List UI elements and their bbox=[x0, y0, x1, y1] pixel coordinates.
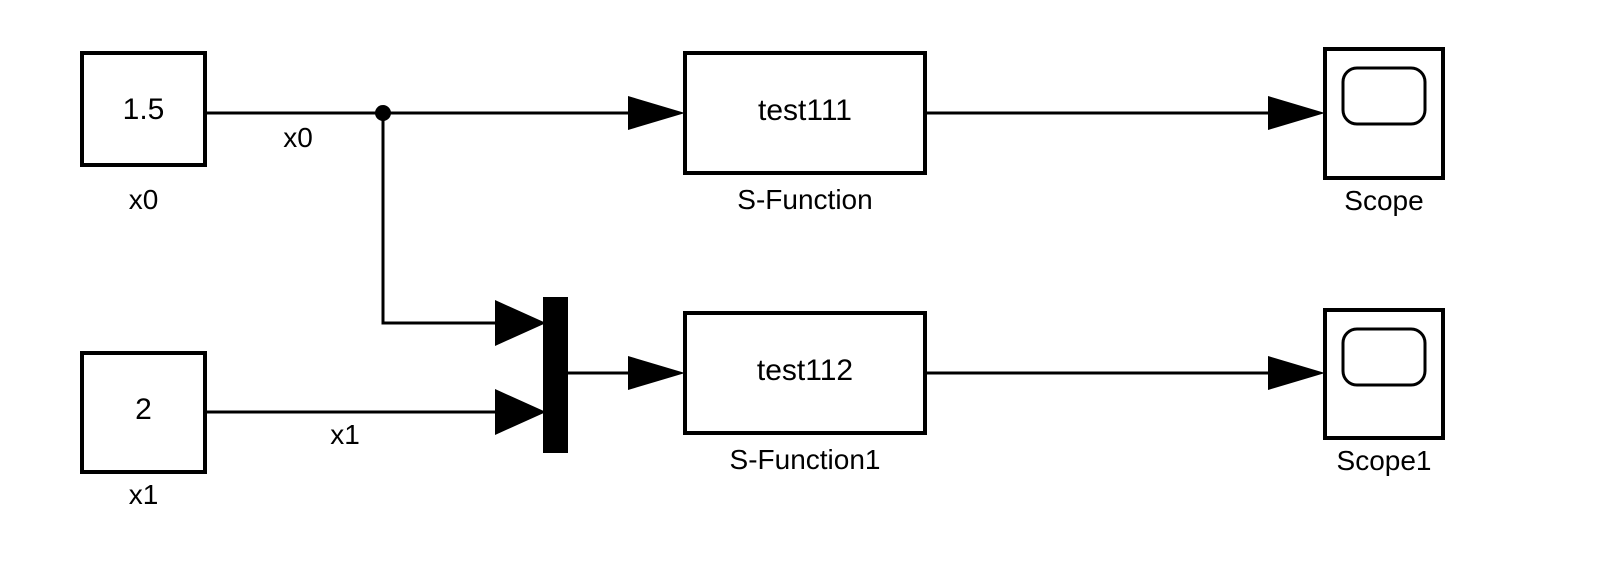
block-sfunction-bottom-body[interactable] bbox=[683, 311, 927, 435]
wire-x0-branch-to-mux[interactable] bbox=[381, 113, 500, 325]
arrowhead-sfunction-bottom-input bbox=[628, 356, 685, 390]
block-constant-x1-body[interactable] bbox=[80, 351, 207, 474]
block-constant-x1[interactable]: 2 x1 bbox=[80, 351, 207, 510]
block-mux-body[interactable] bbox=[543, 297, 568, 453]
arrowhead-sfunction-top-input bbox=[628, 96, 685, 130]
block-mux[interactable] bbox=[543, 297, 568, 453]
block-sfunction-bottom-name: S-Function1 bbox=[730, 444, 881, 475]
arrowhead-mux-input-2 bbox=[495, 389, 546, 435]
block-sfunction-top-name: S-Function bbox=[737, 184, 872, 215]
block-scope1[interactable]: Scope1 bbox=[1323, 308, 1445, 476]
arrowhead-scope1-input bbox=[1268, 356, 1325, 390]
scope-screen-icon bbox=[1341, 66, 1427, 126]
block-constant-x0-value: 1.5 bbox=[123, 93, 165, 126]
signal-label-x1[interactable]: x1 bbox=[330, 419, 360, 450]
block-sfunction-top[interactable]: test111 S-Function bbox=[683, 51, 927, 215]
block-constant-x0-name: x0 bbox=[129, 184, 159, 215]
arrowhead-mux-input-1 bbox=[495, 300, 546, 346]
signal-label-x0[interactable]: x0 bbox=[283, 122, 313, 153]
block-constant-x1-value: 2 bbox=[135, 393, 152, 426]
block-sfunction-bottom-value: test112 bbox=[757, 354, 853, 387]
block-sfunction-top-value: test111 bbox=[758, 94, 852, 127]
block-scope[interactable]: Scope bbox=[1323, 47, 1445, 216]
block-sfunction-top-body[interactable] bbox=[683, 51, 927, 175]
block-scope-name: Scope bbox=[1344, 185, 1423, 216]
signal-branch-point bbox=[375, 105, 391, 121]
block-constant-x1-name: x1 bbox=[129, 479, 159, 510]
arrowhead-scope-input bbox=[1268, 96, 1325, 130]
block-constant-x0[interactable]: 1.5 x0 bbox=[80, 51, 207, 215]
block-sfunction-bottom[interactable]: test112 S-Function1 bbox=[683, 311, 927, 475]
block-constant-x0-body[interactable] bbox=[80, 51, 207, 167]
block-scope1-name: Scope1 bbox=[1337, 445, 1432, 476]
scope1-screen-icon bbox=[1341, 327, 1427, 387]
